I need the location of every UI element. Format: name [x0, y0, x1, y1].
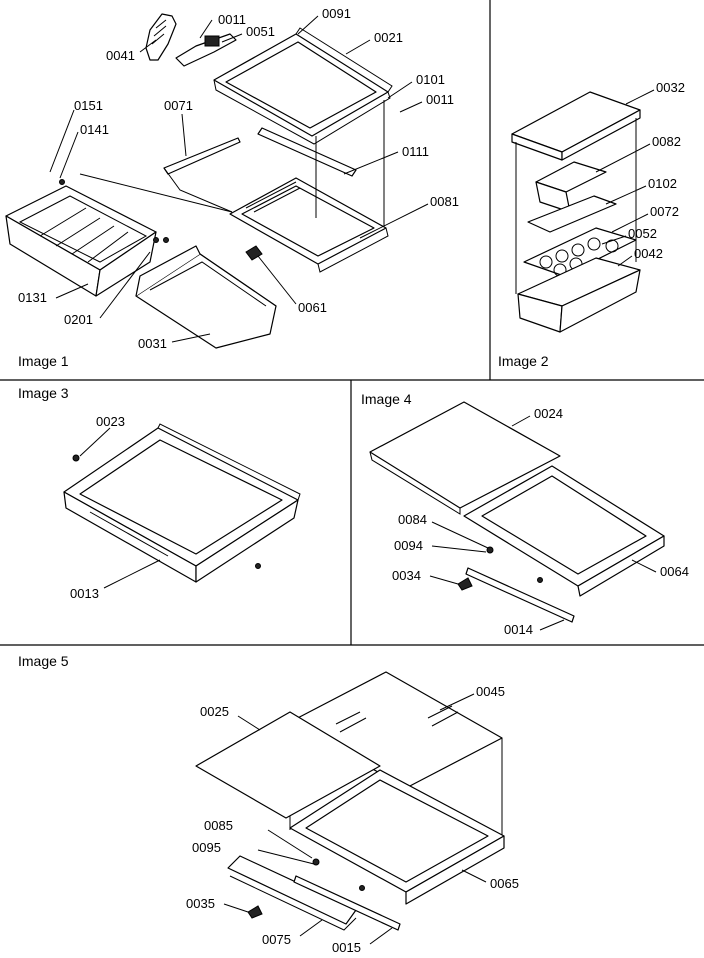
- callout-label: 0032: [656, 80, 685, 95]
- crisper-frame-part: [289, 769, 505, 905]
- callout-label: 0025: [200, 704, 229, 719]
- egg-tray-part: [523, 227, 637, 277]
- leader-lines-5: [223, 693, 487, 945]
- callout-label: 0015: [332, 940, 361, 955]
- callout-label: 0042: [634, 246, 663, 261]
- callout-label: 0023: [96, 414, 125, 429]
- dairy-frame-part: [527, 195, 617, 233]
- panel-title: Image 4: [361, 391, 412, 407]
- shelf-rail-part: [163, 137, 241, 175]
- panel-image-2: 0032 0082 0102 0072 0052 0042 Image 2: [498, 80, 685, 369]
- clip-part: [457, 577, 473, 591]
- callout-label: 0095: [192, 840, 221, 855]
- screw-part: [153, 237, 159, 243]
- rail-guide-line: [163, 167, 233, 213]
- callout-label: 0201: [64, 312, 93, 327]
- leader-lines-3: [79, 427, 161, 589]
- callout-label: 0035: [186, 896, 215, 911]
- callout-label: 0013: [70, 586, 99, 601]
- panel-image-5: 0025 0045 0085 0095 0035 0065 0075 0015 …: [18, 653, 519, 955]
- callout-label: 0051: [246, 24, 275, 39]
- screw-part: [59, 179, 65, 185]
- callout-label: 0045: [476, 684, 505, 699]
- front-cover-edge: [229, 875, 357, 931]
- screw-part: [486, 546, 494, 554]
- light-bracket-part: [175, 33, 237, 67]
- callout-label: 0052: [628, 226, 657, 241]
- callout-label: 0065: [490, 876, 519, 891]
- divider-bar-part: [257, 127, 357, 177]
- front-rail-part: [465, 567, 575, 623]
- callout-label: 0085: [204, 818, 233, 833]
- panel-title: Image 3: [18, 385, 69, 401]
- left-crisper-drawer-part: [5, 185, 157, 297]
- callout-label: 0024: [534, 406, 563, 421]
- callout-label: 0011: [218, 12, 246, 27]
- callout-label: 0101: [416, 72, 445, 87]
- screw-part: [537, 577, 543, 583]
- crisper-cover-part: [229, 177, 389, 273]
- glass-shelf-part: [213, 27, 393, 145]
- callout-label: 0061: [298, 300, 327, 315]
- callout-label: 0141: [80, 122, 109, 137]
- callout-label: 0131: [18, 290, 47, 305]
- glass-insert-part: [195, 711, 381, 819]
- front-cover-part: [227, 855, 357, 925]
- screw-part: [255, 563, 261, 569]
- callout-label: 0091: [322, 6, 351, 21]
- callout-label: 0071: [164, 98, 193, 113]
- callout-label: 0041: [106, 48, 135, 63]
- callout-label: 0021: [374, 30, 403, 45]
- callout-label: 0084: [398, 512, 427, 527]
- callout-label: 0072: [650, 204, 679, 219]
- front-rail-part: [293, 875, 401, 931]
- crisper-frame-part: [463, 465, 665, 597]
- callout-label: 0094: [394, 538, 423, 553]
- screw-part: [359, 885, 365, 891]
- callout-label: 0081: [430, 194, 459, 209]
- screw-part: [312, 858, 320, 866]
- screw-part: [72, 454, 80, 462]
- panel-image-1: 0011 0091 0041 0051 0021 0101 0011 0071 …: [5, 6, 459, 369]
- leader-lines-1: [49, 15, 429, 343]
- light-housing-part: [145, 13, 177, 61]
- panel-title: Image 2: [498, 353, 549, 369]
- leader-lines-2: [595, 89, 655, 267]
- callout-label: 0075: [262, 932, 291, 947]
- glass-insert-part: [369, 401, 561, 509]
- callout-label: 0031: [138, 336, 167, 351]
- screw-part: [163, 237, 169, 243]
- drawer-clip-part: [245, 245, 263, 261]
- callout-label: 0151: [74, 98, 103, 113]
- callout-label: 0034: [392, 568, 421, 583]
- callout-label: 0111: [402, 144, 429, 159]
- callout-label: 0064: [660, 564, 689, 579]
- callout-label: 0014: [504, 622, 533, 637]
- leader-lines-4: [429, 415, 657, 631]
- dairy-lid-part: [511, 91, 641, 161]
- panel-title: Image 1: [18, 353, 69, 369]
- glass-edge: [369, 451, 461, 515]
- panel-image-4: 0024 0084 0094 0034 0064 0014 Image 4: [361, 391, 689, 637]
- dairy-bin-part: [517, 257, 641, 333]
- callout-label: 0011: [426, 92, 454, 107]
- right-crisper-drawer-part: [135, 245, 277, 349]
- callout-label: 0102: [648, 176, 677, 191]
- panel-image-3: 0023 0013 Image 3: [18, 385, 301, 601]
- clip-part: [247, 905, 263, 919]
- glass-shelf-assembly-part: [63, 423, 301, 583]
- panel-title: Image 5: [18, 653, 69, 669]
- callout-label: 0082: [652, 134, 681, 149]
- panel-dividers: [0, 0, 704, 646]
